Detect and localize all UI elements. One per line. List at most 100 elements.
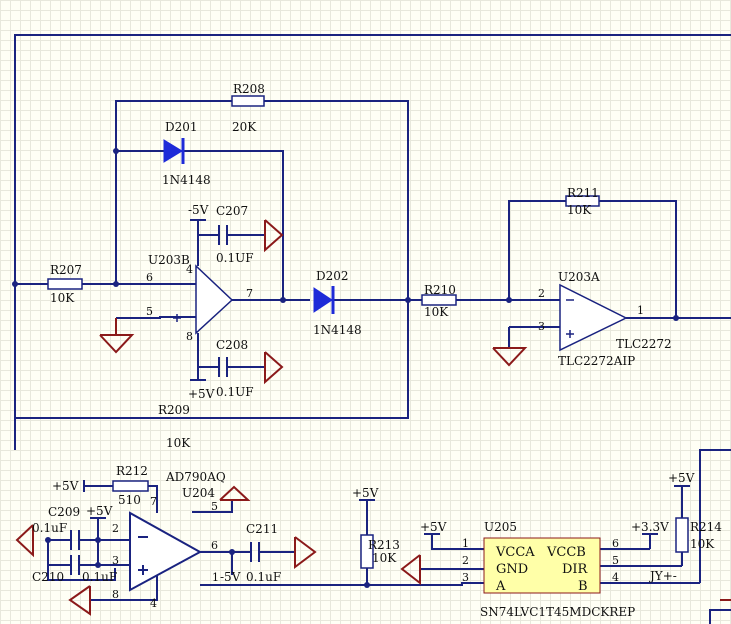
diode-d202[interactable] <box>313 286 335 314</box>
label-d202-value: 1N4148 <box>313 323 362 337</box>
label-r207-ref: R207 <box>50 263 82 277</box>
label-u204-part: AD790AQ <box>165 470 226 484</box>
label-r209-value: 10K <box>166 436 191 450</box>
u205-pin-b: B <box>578 579 588 594</box>
label-d202-ref: D202 <box>316 269 349 283</box>
label-net-jy: JY+- <box>648 569 677 583</box>
label-r214-ref: R214 <box>690 520 722 534</box>
pin-u204-3: 3 <box>112 554 119 567</box>
pin-u204-4: 4 <box>150 597 157 610</box>
opamp-u203b[interactable] <box>173 264 234 335</box>
label-c210-value: 0.1uF <box>82 570 117 584</box>
pin-u205-1: 1 <box>462 537 469 550</box>
label-p5v-c209: +5V <box>86 504 113 518</box>
u205-pin-a: A <box>495 579 506 594</box>
label-r213-ref: R213 <box>368 538 400 552</box>
label-c211-value: 0.1uF <box>246 570 281 584</box>
label-c208-ref: C208 <box>216 338 248 352</box>
resistor-r214[interactable] <box>675 517 689 553</box>
label-r213-value: 10K <box>372 551 397 565</box>
pin-u203a-1: 1 <box>637 304 644 317</box>
label-c211-ref: C211 <box>246 522 278 536</box>
label-c209-value: 0.1uF <box>32 521 67 535</box>
label-c207-ref: C207 <box>216 204 248 218</box>
label-r211-ref: R211 <box>567 186 599 200</box>
resistor-r210[interactable] <box>421 294 457 306</box>
label-r212-value: 510 <box>118 493 141 507</box>
ic-u205[interactable] <box>483 537 601 594</box>
capacitor-c209[interactable] <box>70 530 80 550</box>
label-r212-ref: R212 <box>116 464 148 478</box>
pin-u205-6: 6 <box>612 537 619 550</box>
label-u204-ref: U204 <box>182 486 215 500</box>
label-r214-value: 10K <box>690 537 715 551</box>
capacitor-c208[interactable] <box>218 357 228 377</box>
ground-symbols <box>15 219 731 616</box>
label-m5v-u204: -5V <box>220 570 241 584</box>
pin-u204-2: 2 <box>112 522 119 535</box>
pin-u203a-3: 3 <box>538 320 545 333</box>
capacitor-c207[interactable] <box>218 225 228 245</box>
label-p5v-r212: +5V <box>52 479 79 493</box>
resistor-r213[interactable] <box>360 534 374 569</box>
label-r210-ref: R210 <box>424 283 456 297</box>
pin-u203b-6: 6 <box>146 271 153 284</box>
opamp-u203a[interactable] <box>559 283 628 352</box>
label-d201-ref: D201 <box>165 120 198 134</box>
power-ports <box>83 219 690 535</box>
pin-u204-7: 7 <box>150 495 157 508</box>
label-c207-value: 0.1UF <box>216 251 254 265</box>
label-u203a-part: TLC2272AIP <box>558 354 635 368</box>
junction-dots <box>12 148 679 588</box>
label-c209-ref: C209 <box>48 505 80 519</box>
capacitor-c211[interactable] <box>250 542 260 562</box>
label-r208-value: 20K <box>232 120 257 134</box>
label-u203b-ref: U203B <box>148 253 190 267</box>
label-r207-value: 10K <box>50 291 75 305</box>
label-r209-ref: R209 <box>158 403 190 417</box>
u205-pin-vcca: VCCA <box>495 545 535 560</box>
resistor-r208[interactable] <box>231 95 265 107</box>
label-c208-value: 0.1UF <box>216 385 254 399</box>
resistor-r212[interactable] <box>112 480 149 492</box>
pin-u203b-4: 4 <box>186 263 193 276</box>
label-p5v-u205: +5V <box>420 520 447 534</box>
pin-u205-2: 2 <box>462 554 469 567</box>
pin-u205-4: 4 <box>612 571 619 584</box>
resistor-r211[interactable] <box>565 195 600 207</box>
pin-u203b-5: 5 <box>146 305 153 318</box>
label-u205-part: SN74LVC1T45MDCKREP <box>480 605 635 619</box>
u205-pin-vccb: VCCB <box>546 545 586 560</box>
label-u205-ref: U205 <box>484 520 517 534</box>
pin-u204-6: 6 <box>211 539 218 552</box>
pin-u204-5: 5 <box>211 500 218 513</box>
pin-u205-5: 5 <box>612 554 619 567</box>
label-p5v-r214: +5V <box>668 471 695 485</box>
label-c210-ref: C210 <box>32 570 64 584</box>
pin-u203b-8: 8 <box>186 330 193 343</box>
pin-u203a-2: 2 <box>538 287 545 300</box>
label-u203a-ref: U203A <box>558 270 600 284</box>
label-r211-value: 10K <box>567 203 592 217</box>
label-r208-ref: R208 <box>233 82 265 96</box>
pin-u204-8: 8 <box>112 588 119 601</box>
opamp-u204[interactable] <box>129 511 203 592</box>
pin-u203b-7: 7 <box>246 287 253 300</box>
label-p5v-r213: +5V <box>352 486 379 500</box>
wires <box>14 34 731 624</box>
u205-pin-dir: DIR <box>562 562 589 577</box>
label-p5v-u203b: +5V <box>188 387 215 401</box>
resistor-r207[interactable] <box>47 278 83 290</box>
pin-u205-3: 3 <box>462 571 469 584</box>
u205-pin-gnd: GND <box>496 562 528 577</box>
diode-d201[interactable] <box>163 138 185 164</box>
label-u203a-value: TLC2272 <box>616 337 672 351</box>
label-r210-value: 10K <box>424 305 449 319</box>
label-p3v3: +3.3V <box>631 520 669 534</box>
pin-u204-1: 1 <box>212 571 219 584</box>
label-m5v-top: -5V <box>188 203 209 217</box>
label-d201-value: 1N4148 <box>162 173 211 187</box>
capacitor-c210[interactable] <box>70 555 80 575</box>
